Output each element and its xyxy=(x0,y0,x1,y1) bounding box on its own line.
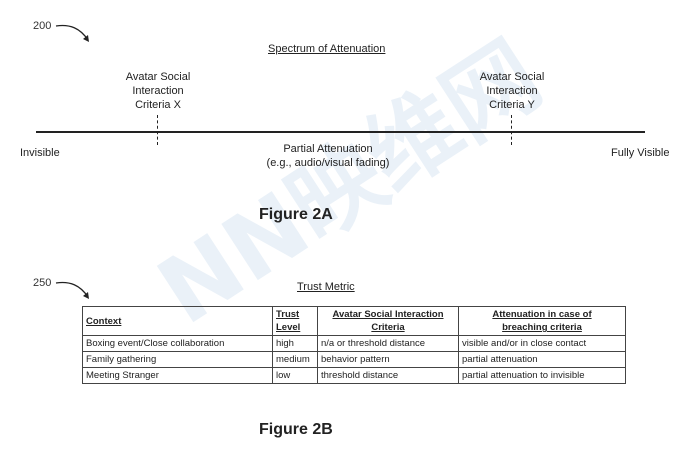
cell-criteria: threshold distance xyxy=(317,367,459,384)
table-row: Meeting Stranger low threshold distance … xyxy=(82,367,626,384)
criteria-y-line3: Criteria Y xyxy=(489,99,535,111)
header-attenuation: Attenuation in case of breaching criteri… xyxy=(458,306,626,336)
header-criteria-line1: Avatar Social Interaction xyxy=(332,309,444,320)
trust-metric-title: Trust Metric xyxy=(297,281,355,293)
header-criteria-line2: Criteria xyxy=(371,322,405,333)
cell-attenuation: partial attenuation to invisible xyxy=(458,367,626,384)
header-trust-level-line2: Level xyxy=(276,322,301,333)
partial-attenuation-line2: (e.g., audio/visual fading) xyxy=(266,157,390,169)
figure-2a-caption: Figure 2A xyxy=(259,206,333,223)
invisible-label: Invisible xyxy=(20,147,60,159)
spectrum-title: Spectrum of Attenuation xyxy=(268,43,386,55)
criteria-x-line1: Avatar Social xyxy=(125,71,191,83)
header-attenuation-line1: Attenuation in case of xyxy=(492,309,592,320)
spectrum-axis-line xyxy=(36,131,645,133)
ref-arrow-icon xyxy=(55,24,89,42)
ref-arrow-icon xyxy=(55,281,89,299)
cell-attenuation: partial attenuation xyxy=(458,351,626,368)
cell-context: Boxing event/Close collaboration xyxy=(82,335,273,352)
trust-metric-table: Context Trust Level Avatar Social Intera… xyxy=(82,306,626,384)
header-trust-level-line1: Trust xyxy=(276,309,300,320)
cell-trust-level: low xyxy=(272,367,318,384)
header-context: Context xyxy=(82,306,273,336)
partial-attenuation-line1: Partial Attenuation xyxy=(283,143,373,155)
criteria-y-marker xyxy=(511,115,512,145)
criteria-x-marker xyxy=(157,115,158,145)
header-criteria: Avatar Social Interaction Criteria xyxy=(317,306,459,336)
criteria-x-line3: Criteria X xyxy=(135,99,181,111)
criteria-x-label: Avatar Social Interaction Criteria X xyxy=(103,70,213,112)
cell-criteria: behavior pattern xyxy=(317,351,459,368)
table-header-row: Context Trust Level Avatar Social Intera… xyxy=(82,306,626,336)
partial-attenuation-label: Partial Attenuation (e.g., audio/visual … xyxy=(238,142,418,170)
criteria-y-label: Avatar Social Interaction Criteria Y xyxy=(457,70,567,112)
criteria-y-line1: Avatar Social xyxy=(479,71,545,83)
cell-criteria: n/a or threshold distance xyxy=(317,335,459,352)
criteria-x-line2: Interaction xyxy=(132,85,184,97)
figure-2b-caption: Figure 2B xyxy=(259,421,333,438)
cell-attenuation: visible and/or in close contact xyxy=(458,335,626,352)
watermark: NN映维网 xyxy=(139,21,559,346)
header-context-label: Context xyxy=(86,315,122,327)
figure-2a-ref-number: 200 xyxy=(33,20,52,32)
criteria-y-line2: Interaction xyxy=(486,85,538,97)
cell-trust-level: high xyxy=(272,335,318,352)
header-attenuation-line2: breaching criteria xyxy=(502,322,582,333)
header-trust-level: Trust Level xyxy=(272,306,318,336)
cell-context: Family gathering xyxy=(82,351,273,368)
figure-2b-ref-number: 250 xyxy=(33,277,52,289)
cell-trust-level: medium xyxy=(272,351,318,368)
table-row: Family gathering medium behavior pattern… xyxy=(82,351,626,368)
cell-context: Meeting Stranger xyxy=(82,367,273,384)
table-row: Boxing event/Close collaboration high n/… xyxy=(82,335,626,352)
fully-visible-label: Fully Visible xyxy=(611,147,670,159)
